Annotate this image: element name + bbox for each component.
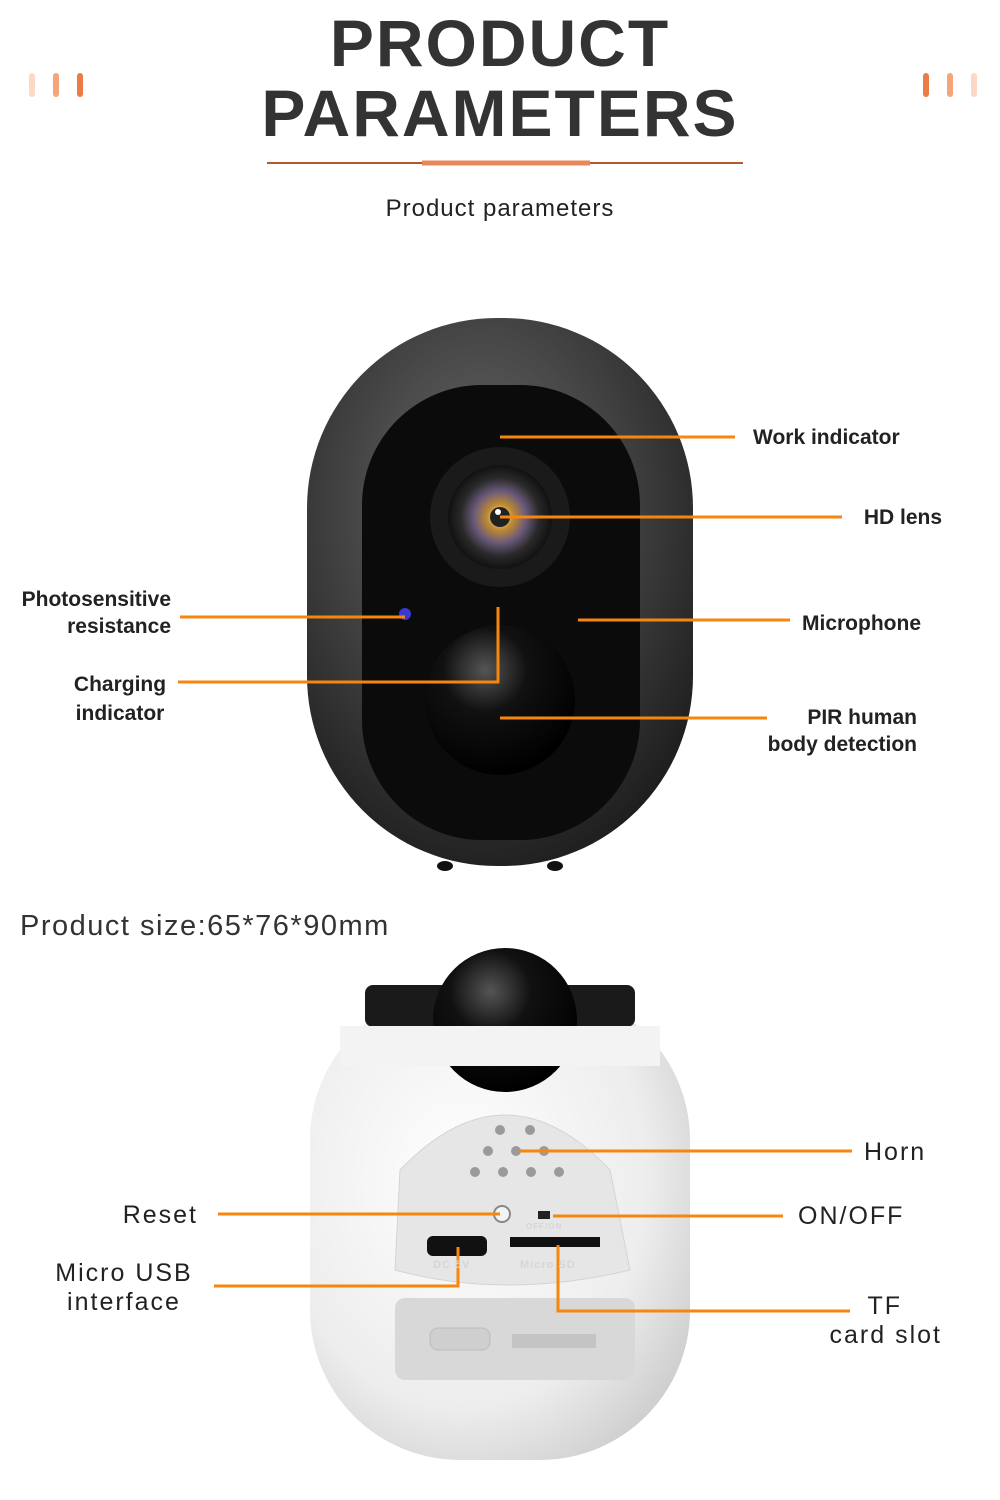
label-microphone: Microphone bbox=[802, 612, 921, 635]
label-work-indicator: Work indicator bbox=[753, 426, 900, 449]
left-decor-bars bbox=[29, 73, 83, 97]
back-camera-image bbox=[310, 948, 690, 1460]
label-pir: PIR human body detection bbox=[768, 704, 917, 758]
label-photosensitive: Photosensitive resistance bbox=[22, 586, 171, 640]
label-micro-usb: Micro USB interface bbox=[34, 1259, 214, 1317]
product-size: Product size:65*76*90mm bbox=[20, 910, 390, 942]
label-micro-usb-line1: Micro USB bbox=[55, 1259, 193, 1287]
label-pir-line1: PIR human bbox=[807, 706, 917, 729]
label-horn: Horn bbox=[864, 1138, 927, 1166]
front-camera-image bbox=[307, 318, 693, 871]
callout-lines bbox=[178, 435, 852, 1313]
embossed-dc: DC 5V bbox=[433, 1259, 471, 1271]
label-hd-lens: HD lens bbox=[863, 506, 942, 529]
page-title-line2: PARAMETERS bbox=[261, 76, 739, 150]
label-tf: TF card slot bbox=[830, 1292, 942, 1350]
label-tf-line2: card slot bbox=[829, 1321, 942, 1349]
label-tf-line1: TF bbox=[867, 1292, 902, 1320]
label-charging-line2: indicator bbox=[75, 702, 165, 725]
label-on-off: ON/OFF bbox=[798, 1202, 905, 1230]
page-title-line1: PRODUCT bbox=[329, 6, 671, 80]
embossed-sd: Micro SD bbox=[520, 1259, 576, 1271]
label-pir-line2: body detection bbox=[767, 733, 917, 756]
right-decor-bars bbox=[923, 73, 977, 97]
label-photosensitive-line2: resistance bbox=[67, 615, 171, 638]
label-photosensitive-line1: Photosensitive bbox=[21, 588, 171, 611]
label-micro-usb-line2: interface bbox=[67, 1288, 181, 1316]
label-charging-line1: Charging bbox=[73, 673, 167, 696]
label-charging: Charging indicator bbox=[60, 670, 180, 728]
embossed-switch: OFF/ON bbox=[526, 1222, 563, 1231]
page-subtitle: Product parameters bbox=[385, 195, 615, 222]
label-reset: Reset bbox=[122, 1201, 198, 1229]
